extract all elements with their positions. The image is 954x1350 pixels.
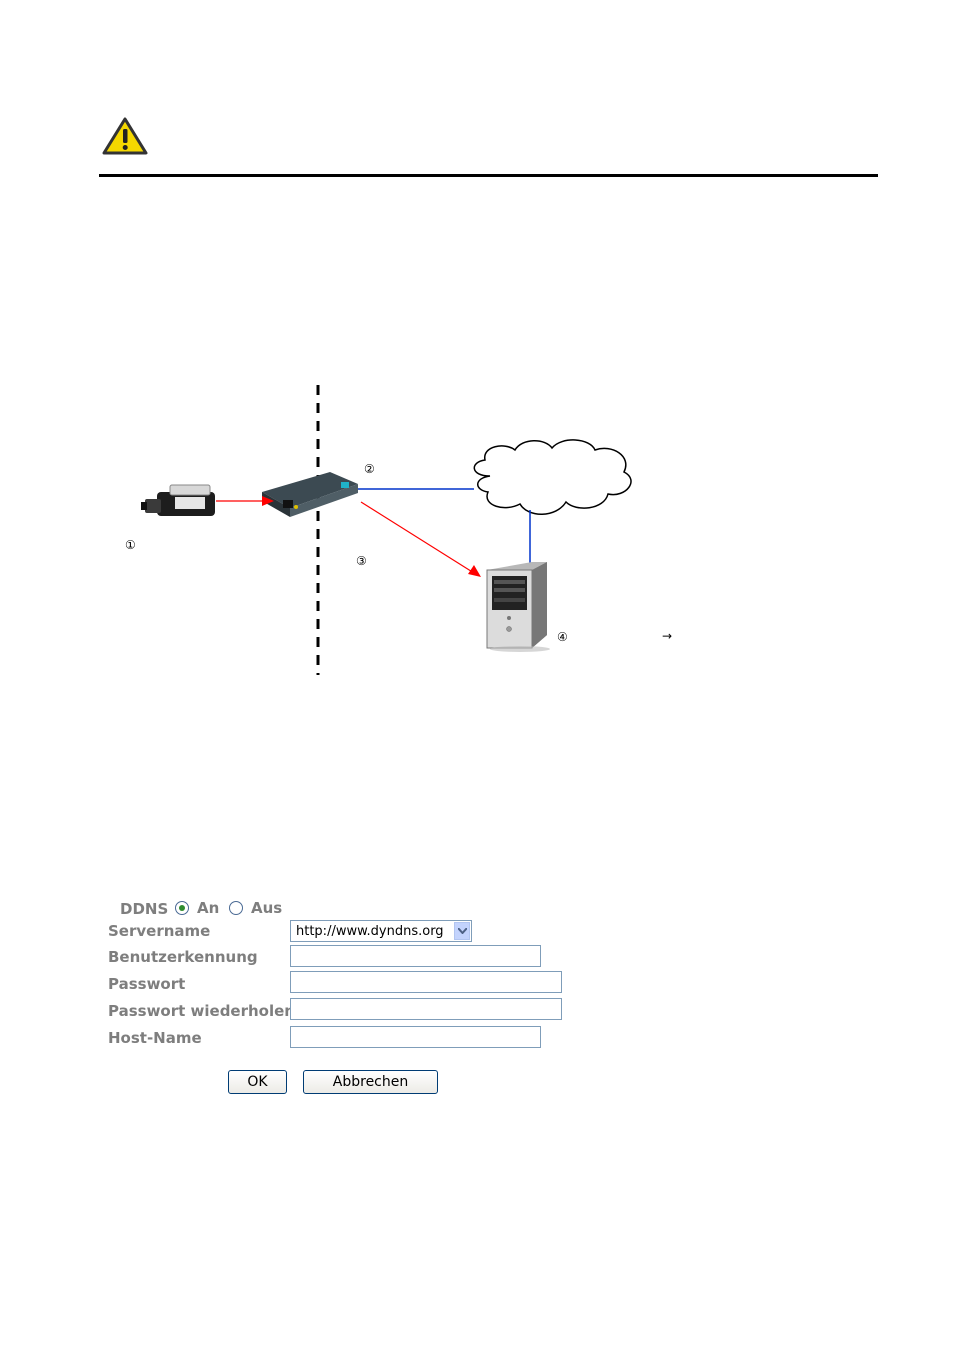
pc-tower-icon <box>486 562 550 652</box>
user-input[interactable] <box>290 945 541 967</box>
ddns-off-label: Aus <box>251 899 283 917</box>
label-pc-number: ④ <box>557 630 568 644</box>
label-arrow-number: ③ <box>356 554 367 568</box>
pc-arrow-glyph: → <box>662 629 673 643</box>
warning-icon <box>102 116 148 156</box>
header-rule <box>99 174 878 177</box>
router-pc-arrow <box>360 501 481 577</box>
network-diagram: ① ② ③ ④ → <box>0 380 954 680</box>
servername-value: http://www.dyndns.org <box>296 924 444 939</box>
router-icon <box>262 472 358 517</box>
ddns-on-label: An <box>197 899 220 917</box>
ok-button[interactable]: OK <box>228 1070 287 1094</box>
password-label: Passwort <box>108 975 186 993</box>
camera-router-arrow <box>216 496 274 506</box>
chevron-down-icon[interactable] <box>454 922 470 940</box>
ddns-label: DDNS <box>120 900 169 918</box>
label-router-number: ② <box>364 462 375 476</box>
user-label: Benutzerkennung <box>108 948 258 966</box>
servername-label: Servername <box>108 922 211 940</box>
hostname-label: Host-Name <box>108 1029 202 1047</box>
password-input[interactable] <box>290 971 562 993</box>
servername-select[interactable]: http://www.dyndns.org <box>290 920 472 942</box>
ddns-on-radio[interactable] <box>175 901 189 915</box>
password-repeat-label: Passwort wiederholen <box>108 1002 295 1020</box>
internet-cloud-icon <box>473 439 632 515</box>
hostname-input[interactable] <box>290 1026 541 1048</box>
label-camera-number: ① <box>125 538 136 552</box>
ddns-off-radio[interactable] <box>229 901 243 915</box>
camera-icon <box>141 484 215 516</box>
password-repeat-input[interactable] <box>290 998 562 1020</box>
cancel-button[interactable]: Abbrechen <box>303 1070 438 1094</box>
